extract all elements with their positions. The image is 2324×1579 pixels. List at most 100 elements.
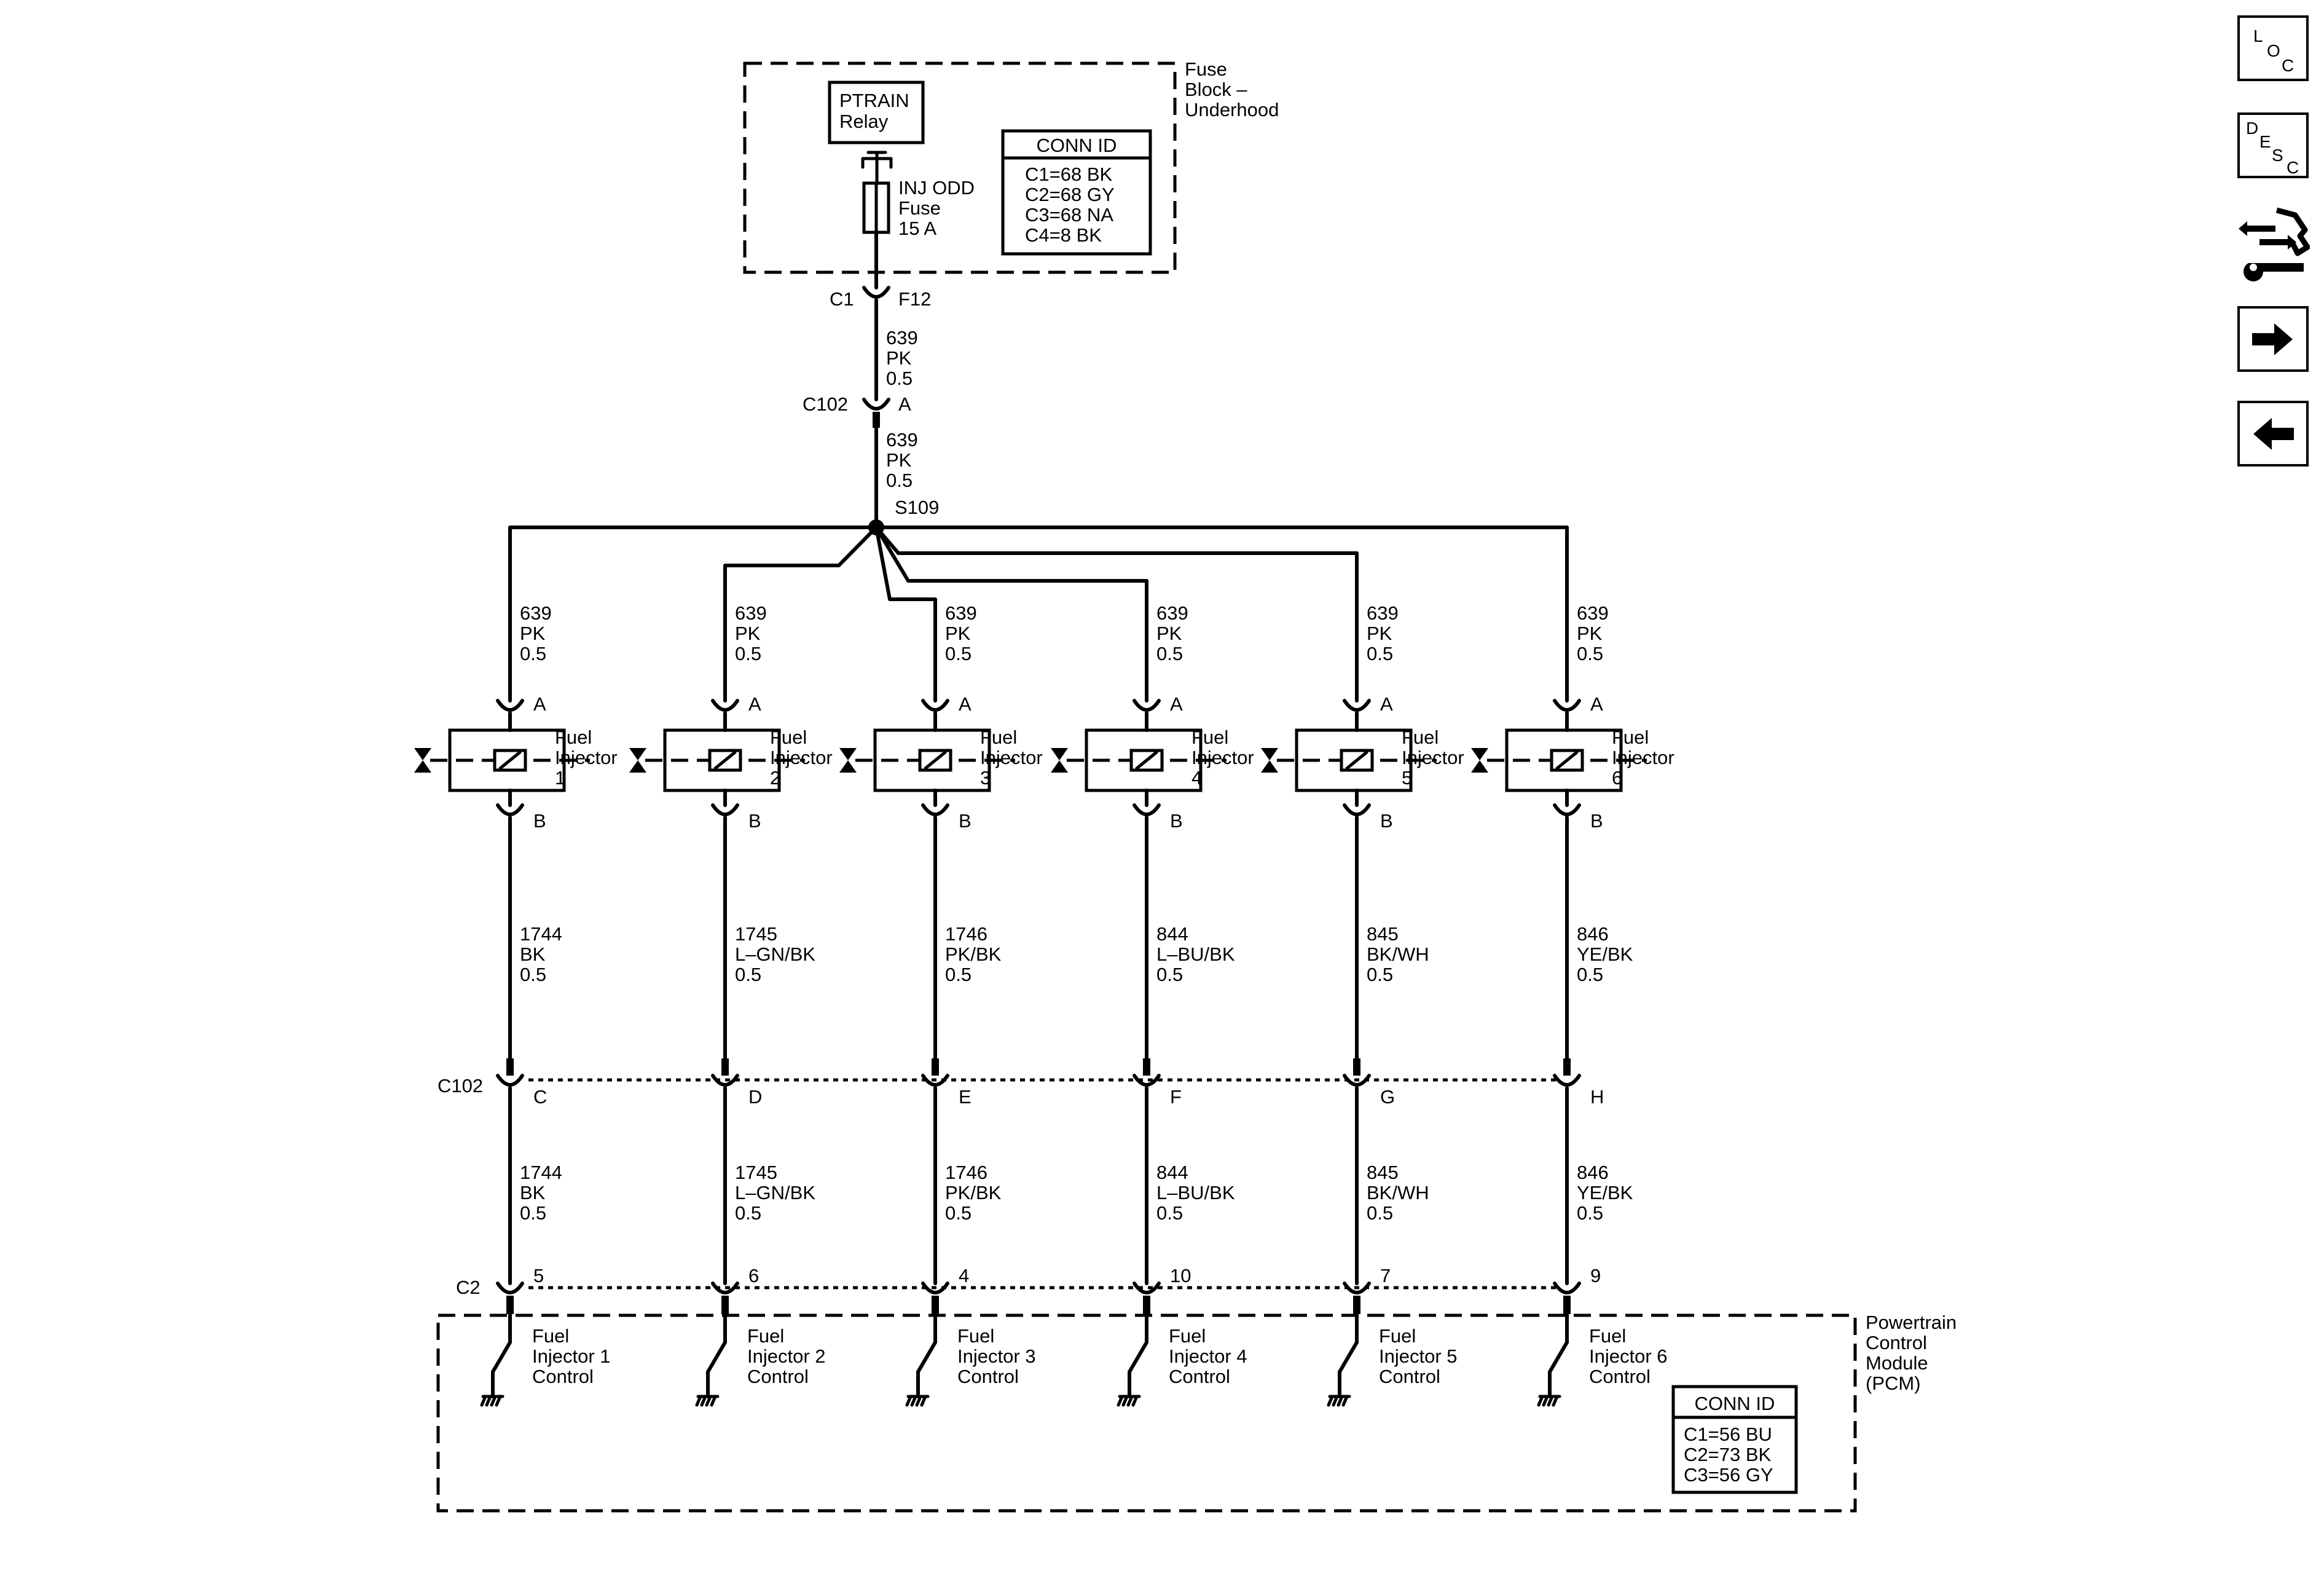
next-button[interactable] (2237, 306, 2309, 372)
c1-connector-symbol (862, 286, 890, 299)
feed-wire-upper-label: 639 PK 0.5 (886, 327, 923, 389)
pin-a-label: A (1380, 693, 1393, 715)
c102-pin-label: D (748, 1086, 762, 1108)
f12-pin-label: F12 (898, 288, 931, 310)
ground-icon (695, 1395, 720, 1407)
inj-odd-fuse-label: INJ ODD Fuse 15 A (898, 177, 980, 239)
fuel-injector-3 (839, 728, 1015, 792)
c102-pin-label: H (1590, 1086, 1604, 1108)
c1-connector-label: C1 (830, 288, 854, 310)
fuel-injector-1 (414, 728, 590, 792)
ground-icon (1327, 1395, 1351, 1407)
c102-pin-label: E (959, 1086, 972, 1108)
desc-letter-s: S (2272, 146, 2283, 165)
s109-splice-label: S109 (895, 497, 939, 518)
next-arrow-icon (2252, 323, 2293, 355)
pcm-pin-label: 10 (1170, 1265, 1191, 1286)
pin-a-label: A (533, 693, 546, 715)
pcm-pin-label: 6 (748, 1265, 759, 1286)
c102-pin-label: F (1170, 1086, 1182, 1108)
desc-button[interactable]: D E S C (2237, 112, 2309, 178)
splice-distribution (508, 526, 1569, 703)
fuel-injector-6 (1471, 728, 1647, 792)
pin-a-label: A (1590, 693, 1603, 715)
pin-a-label: A (1170, 693, 1183, 715)
feed-circuit: C1 F12 639 PK 0.5 C102 A 639 PK 0.5 S109 (803, 230, 939, 535)
pin-b-label: B (959, 810, 972, 832)
fuel-injector-2 (629, 728, 805, 792)
pcm-pin-label: 9 (1590, 1265, 1601, 1286)
desc-letter-d: D (2246, 119, 2259, 138)
c102-pin-label: G (1380, 1086, 1395, 1108)
desc-letter-e: E (2259, 132, 2271, 151)
pcm-pin-label: 7 (1380, 1265, 1391, 1286)
pin-b-label: B (1170, 810, 1183, 832)
feed-wire-lower-label: 639 PK 0.5 (886, 429, 923, 491)
svg-text:C1=56 BU C2=73 BK: C1=56 BU C2=73 BK C3=56 GY (1684, 1423, 1778, 1486)
pcm-conn-id-table: CONN ID C1=56 BU C2=73 BK C3=56 GY (1671, 1385, 1798, 1494)
c2-connector-label: C2 (456, 1277, 481, 1298)
pin-b-label: B (533, 810, 546, 832)
svg-text:CONN ID: CONN ID (1695, 1393, 1775, 1414)
c102-bottom-label: C102 (438, 1075, 483, 1097)
ptrain-relay-box (828, 81, 925, 144)
ground-icon (1537, 1395, 1561, 1407)
pcm-outline (436, 1313, 1857, 1513)
loc-button[interactable]: L O C (2237, 15, 2309, 81)
back-arrow-icon (2253, 418, 2294, 450)
fuse-block-conn-id-table: CONN ID C1=68 BK C2=68 GY C3=68 NA C4=8 … (1001, 129, 1152, 256)
ground-icon (905, 1395, 930, 1407)
loc-letter-o: O (2267, 41, 2280, 60)
back-button[interactable] (2237, 401, 2309, 467)
fuse-block-name: Fuse Block – Underhood (1185, 58, 1279, 120)
svg-text:C1=68 BK C2=68 GY: C1=68 BK C2=68 GY C3=68 NA C4=8 BK (1025, 163, 1120, 246)
pin-a-label: A (959, 693, 972, 715)
pcm-module: Powertrain Control Module (PCM) CONN ID … (436, 1312, 1957, 1513)
ground-icon (1117, 1395, 1141, 1407)
pin-b-label: B (748, 810, 761, 832)
connector-repair-icon[interactable] (2236, 204, 2310, 283)
loc-letter-c: C (2282, 56, 2295, 75)
fuse-block-underhood: Fuse Block – Underhood PTRAIN Relay INJ … (743, 58, 1279, 274)
svg-text:CONN ID: CONN ID (1037, 135, 1117, 156)
c102-feed-label: C102 (803, 393, 848, 415)
loc-letter-l: L (2253, 26, 2263, 45)
